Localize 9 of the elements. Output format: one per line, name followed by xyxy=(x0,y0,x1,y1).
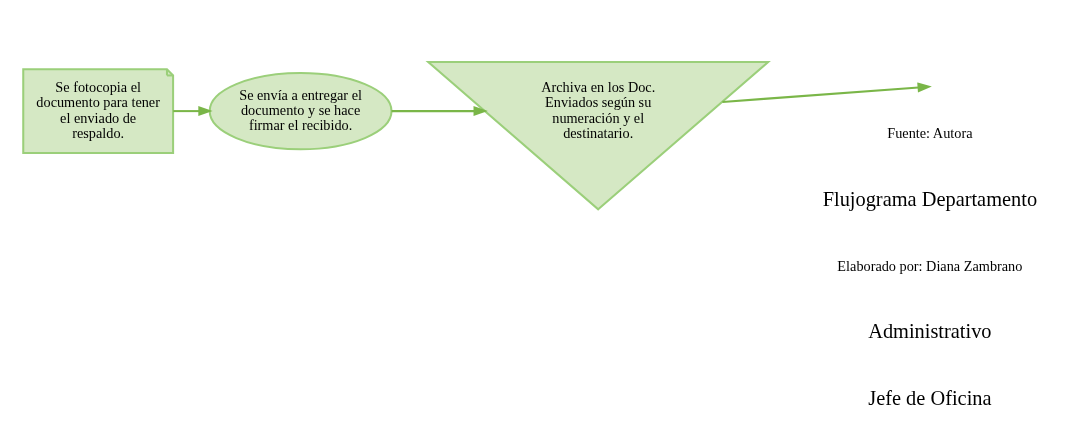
label: Fuente: Autora xyxy=(887,124,973,141)
node-ellipse: Se envía a entregar el documento y se hace firmar el recibido. xyxy=(208,71,393,150)
label: Jefe de Oficina xyxy=(868,386,992,409)
arrow xyxy=(722,82,932,103)
label: Elaborado por: Diana Zambrano xyxy=(837,257,1023,274)
label: Flujograma Departamento xyxy=(822,187,1038,210)
arrow xyxy=(391,105,488,116)
arrow xyxy=(173,105,213,116)
label: Administrativo xyxy=(868,319,992,342)
